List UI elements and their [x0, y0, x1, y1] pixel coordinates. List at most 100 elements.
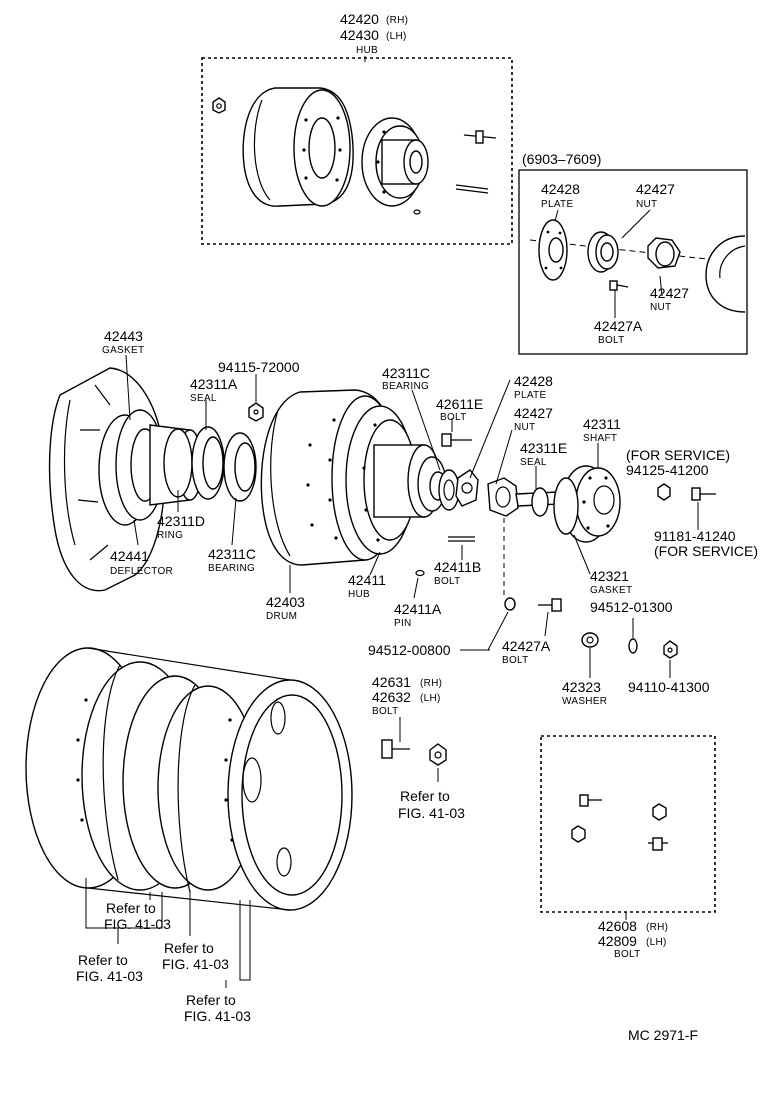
gasket-42443-number: 42443	[104, 328, 143, 344]
seal-42311E-label: SEAL	[520, 457, 547, 468]
drum-42403-label: DRUM	[266, 611, 297, 622]
bearing-icon	[223, 432, 257, 502]
hub-label: HUB	[356, 45, 378, 56]
wheel-rim-icon	[25, 647, 353, 911]
wheel-bolt-lh-tag: (LH)	[420, 693, 441, 704]
wheel-ref-4-line2: FIG. 41-03	[184, 1008, 251, 1024]
hub-42411-number: 42411	[348, 572, 386, 588]
bolt-kit-nut1-icon	[652, 803, 667, 821]
pin-42411A-icon	[415, 569, 425, 577]
leader-lines	[125, 354, 699, 678]
bolt-42427A-icon	[538, 598, 562, 612]
shaft-42311-label: SHAFT	[583, 433, 617, 444]
inset-nut2-icon	[647, 237, 681, 269]
bolt-42611E-number: 42611E	[436, 396, 483, 412]
bearing-42311C-top-label: BEARING	[382, 381, 429, 392]
nut-94115-number: 94115-72000	[218, 359, 300, 375]
hub-icon	[345, 405, 447, 555]
bearing-42311C-low-label: BEARING	[208, 563, 255, 574]
hub-rh-part-number: 42420	[340, 11, 379, 27]
bolt-kit-rh-tag: (RH)	[646, 922, 668, 933]
inset-nut-icon	[587, 231, 619, 273]
inset-plate-icon	[538, 219, 568, 281]
plate-42428-number: 42428	[514, 373, 553, 389]
bolt-42411B-icon	[448, 536, 475, 542]
washer-00800-number: 94512-00800	[368, 642, 451, 658]
wheel-ref-3-line2: FIG. 41-03	[162, 956, 229, 972]
main-assembly	[48, 354, 716, 678]
washer-42323-icon	[581, 632, 599, 648]
inset-bolt-number: 42427A	[594, 318, 643, 334]
shaft-42311-number: 42311	[583, 416, 621, 432]
washer-00800-icon	[504, 597, 516, 611]
bolt-42411B-number: 42411B	[434, 559, 481, 575]
nut-94115-icon	[248, 402, 264, 422]
service-bolt-number: 91181-41240	[654, 528, 736, 544]
figure-code: MC 2971-F	[628, 1027, 698, 1043]
wheel-bolt-rh-tag: (RH)	[420, 678, 442, 689]
washer-01300-number: 94512-01300	[590, 599, 673, 615]
bolt-kit-lh-number: 42809	[598, 933, 637, 949]
pin-42411A-label: PIN	[394, 618, 412, 629]
nut-42427-number: 42427	[514, 405, 553, 421]
bearing-42311C-top-number: 42311C	[382, 365, 430, 381]
nut-94110-number: 94110-41300	[628, 679, 710, 695]
wheel-nut-icon	[429, 743, 447, 766]
wheel-ref-1-line2: FIG. 41-03	[104, 916, 171, 932]
gasket-42321-icon	[553, 477, 579, 535]
wheel-ref-4-line1: Refer to	[186, 992, 236, 1008]
inset-nut2-label: NUT	[650, 302, 671, 313]
bolt-kit-box	[540, 735, 716, 913]
bolt-kit-rh-number: 42608	[598, 918, 637, 934]
wheel-bolt-ref-line1: Refer to	[400, 788, 450, 804]
bolt-42611E-label: BOLT	[440, 412, 467, 423]
bolt-kit-lh-tag: (LH)	[646, 937, 667, 948]
wheel-ref-2-line2: FIG. 41-03	[76, 968, 143, 984]
bolt-kit-nut2-icon	[571, 825, 586, 843]
hub-flange-icon	[361, 117, 429, 207]
gasket-42321-label: GASKET	[590, 585, 632, 596]
pin-42411A-number: 42411A	[394, 601, 442, 617]
seal-icon	[191, 426, 225, 500]
hub-rh-tag: (RH)	[386, 15, 408, 26]
wheel-reference-labels: Refer to FIG. 41-03 Refer to FIG. 41-03 …	[76, 900, 251, 1024]
gasket-42443-label: GASKET	[102, 345, 144, 356]
plate-icon	[455, 469, 479, 507]
bolt-42427A-number: 42427A	[502, 638, 551, 654]
hub-42411-label: HUB	[348, 589, 370, 600]
bolt-kit-label: BOLT	[614, 949, 641, 960]
wheel-bolt-group: 42631 (RH) 42632 (LH) BOLT Refer to FIG.…	[372, 674, 465, 821]
service-nut-icon	[657, 483, 671, 501]
inset-group: (6903–7609) 42428 PLATE 42427 NUT 42427 …	[518, 151, 748, 355]
wheel-ref-3-line1: Refer to	[164, 940, 214, 956]
washer-01300-icon	[628, 638, 638, 654]
service-bolt-icon	[691, 487, 716, 501]
washer-42323-number: 42323	[562, 679, 601, 695]
wheel-bolt-label: BOLT	[372, 706, 399, 717]
bolt-42427A-label: BOLT	[502, 655, 529, 666]
gasket-42321-number: 42321	[590, 568, 629, 584]
inset-bolt-label: BOLT	[598, 335, 625, 346]
bolt-kit-bolt2-icon	[648, 837, 668, 851]
wheel-bolt-lh-number: 42632	[372, 689, 411, 705]
inset-nut-number: 42427	[636, 181, 675, 197]
bolt-kit-bolt1-icon	[579, 794, 602, 807]
service-note-bottom: (FOR SERVICE)	[654, 543, 758, 559]
service-note-top: (FOR SERVICE)	[626, 447, 730, 463]
hub-lh-part-number: 42430	[340, 27, 379, 43]
wheel-ref-2-line1: Refer to	[78, 952, 128, 968]
hub-lh-tag: (LH)	[386, 31, 407, 42]
service-nut-number: 94125-41200	[626, 462, 709, 478]
inset-plate-label: PLATE	[541, 199, 573, 210]
bolt-42611E-icon	[441, 433, 472, 447]
hub-stud-icon	[413, 130, 497, 215]
bearing-42311C-low-number: 42311C	[208, 546, 256, 562]
ring-42311D-number: 42311D	[157, 513, 205, 529]
ring-42311D-label: RING	[157, 530, 183, 541]
seal-42311A-label: SEAL	[190, 393, 217, 404]
wheel-reference-brackets	[85, 878, 251, 988]
seal-42311A-number: 42311A	[190, 376, 238, 392]
inset-box	[518, 169, 748, 355]
hub-nut-icon	[212, 97, 226, 114]
